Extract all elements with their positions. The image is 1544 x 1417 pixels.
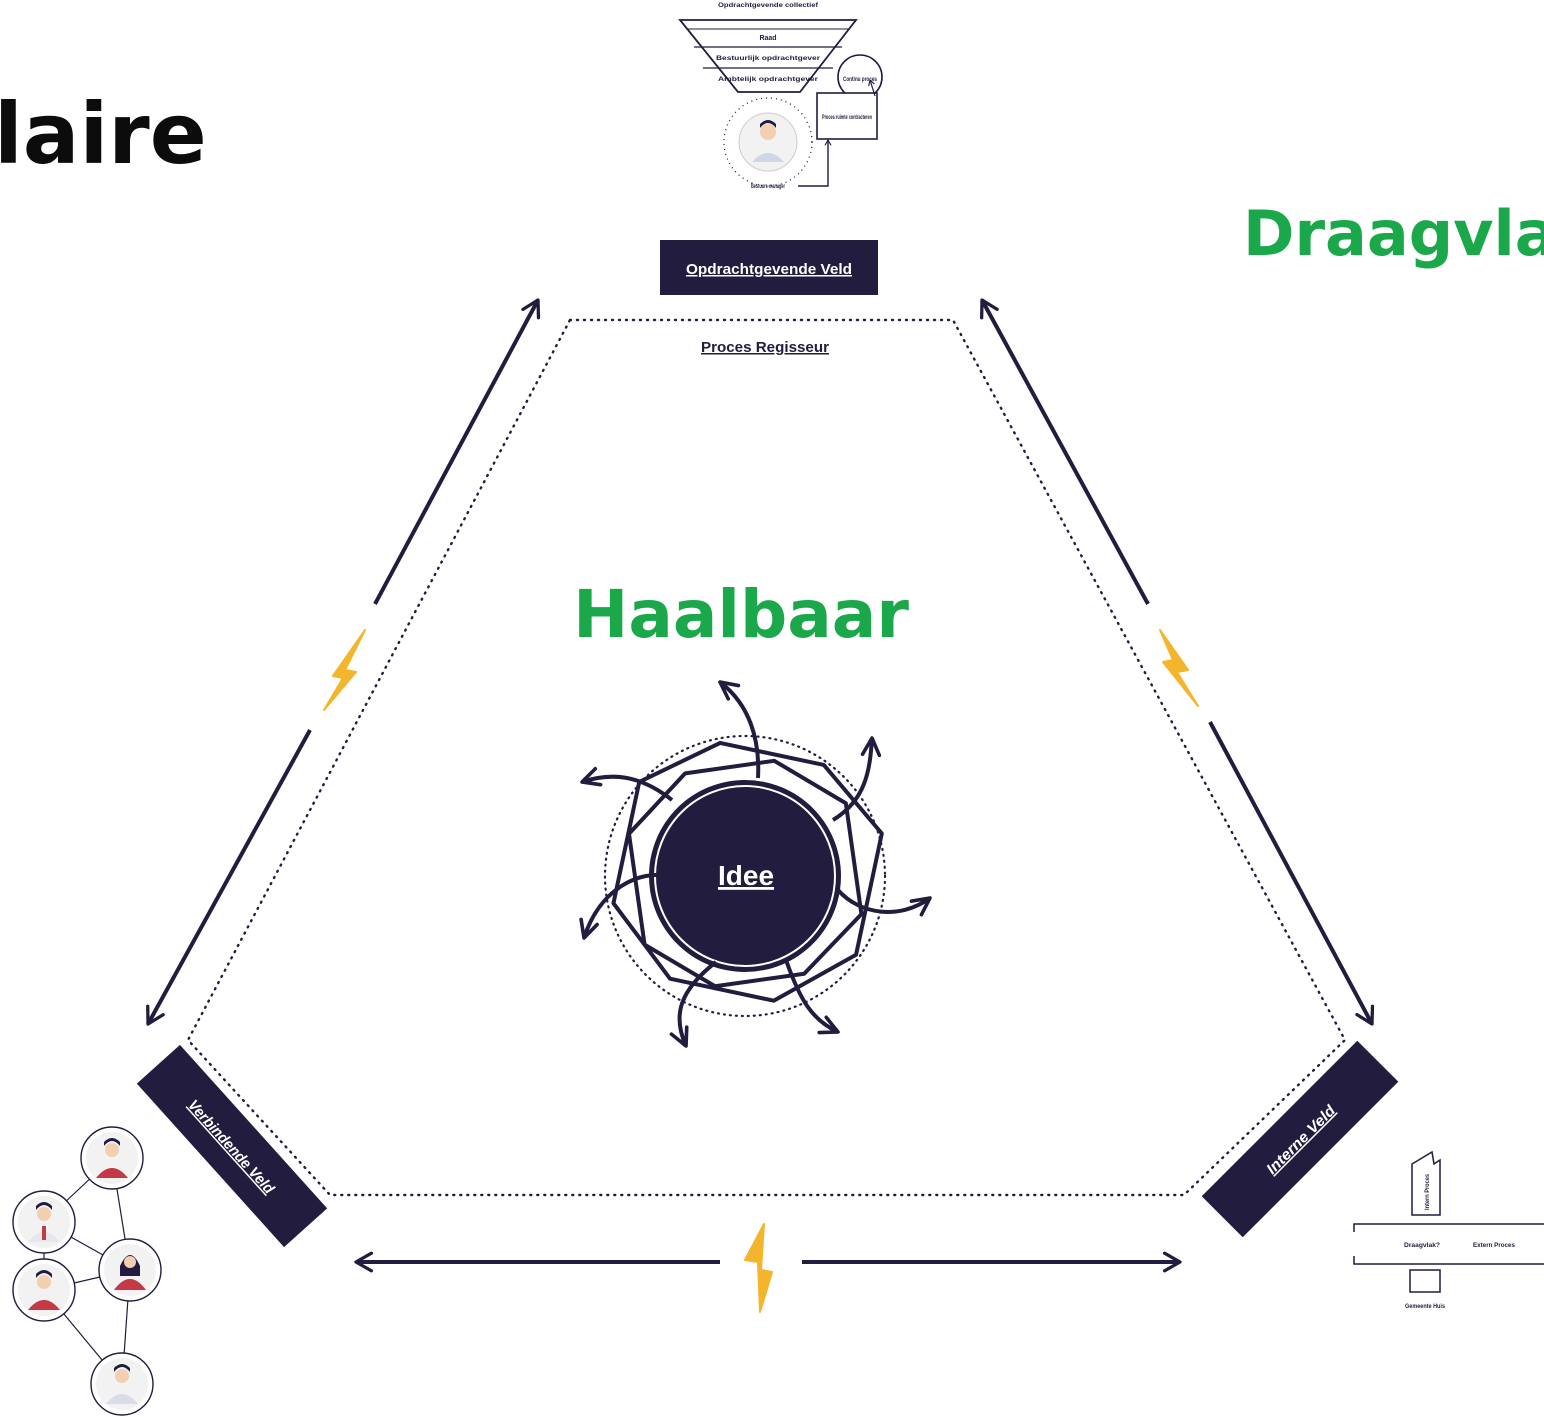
verbindende-veld-box: Verbindende Veld [136,1044,328,1248]
swirl-arrow-bottom [669,960,718,1048]
manager-label: Bestuurs-manager [751,183,785,190]
house-tower [1411,1150,1441,1216]
person-node-1 [80,1126,144,1190]
corner-title: laire [0,85,207,183]
octagon-outer [611,740,884,1003]
opdrachtgevende-veld-box [660,240,878,295]
haalbaar-label: Haalbaar [573,576,909,653]
octagon-inner [626,758,864,989]
draagvlak-row-label: Draagvlak? [1404,1242,1440,1249]
funnel-illustration: Opdrachtgevende collectief Raad Bestuurl… [678,2,883,190]
bubble-connector [868,79,876,97]
left-arrow-down [146,729,312,1026]
proces-ruimte-box [816,92,878,140]
proces-regisseur-label: Proces Regisseur [701,339,829,356]
swirl-arrow-left [580,766,674,802]
continu-proces-label: Continu proces [843,77,878,83]
lightning-icon-right [1159,629,1199,707]
funnel-layer-1: Raad [759,35,776,42]
opdrachtgevende-veld-label: Opdrachtgevende Veld [686,261,852,278]
person-node-4 [12,1258,76,1322]
right-arrow-down [1208,721,1375,1026]
swirl-arrow-lower-right [784,959,840,1035]
gemeente-huis-label: Gemeente Huis [1405,1303,1445,1310]
network-illustration [12,1126,162,1416]
house-row-frame [1353,1223,1544,1265]
intern-proces-label: Intern Proces [1425,1173,1431,1210]
idee-label: Idee [718,860,774,891]
funnel-top-label: Opdrachtgevende collectief [718,2,819,9]
lightning-icon-left [323,629,366,711]
person-node-3 [98,1238,162,1302]
swirl-arrow-top [718,680,761,779]
gemeente-huis-box [1409,1269,1441,1293]
outer-dotted-ring [603,734,887,1018]
interne-veld-box: Interne Veld [1201,1040,1399,1238]
core-circle [649,780,841,972]
dotted-boundary [186,318,1347,1197]
right-arrow-up [980,298,1150,605]
swirl-arrow-right [836,888,932,917]
extern-proces-row-label: Extern Proces [1473,1242,1515,1249]
house-illustration: Intern Proces Draagvlak? Extern Proces G… [1353,1150,1544,1310]
draagvlak-label: Draagvla [1243,197,1544,270]
proces-ruimte-label: Proces ruimte contracteren [822,115,872,121]
swirl-arrow-upper-right [831,736,882,822]
left-arrow-up [373,298,541,605]
lightning-icon-bottom [744,1223,773,1313]
person-node-5 [90,1352,154,1416]
funnel-layer-2: Bestuurlijk opdrachtgever [716,55,821,62]
manager-dotted-ring [723,97,813,187]
funnel-layer-3: Ambtelijk opdrachtgever [718,76,819,83]
person-node-2 [12,1190,76,1254]
manager-avatar [738,112,798,172]
idea-motif: Idee [579,680,932,1048]
manager-connector [798,139,832,187]
swirl-arrow-lower-left [579,873,669,940]
